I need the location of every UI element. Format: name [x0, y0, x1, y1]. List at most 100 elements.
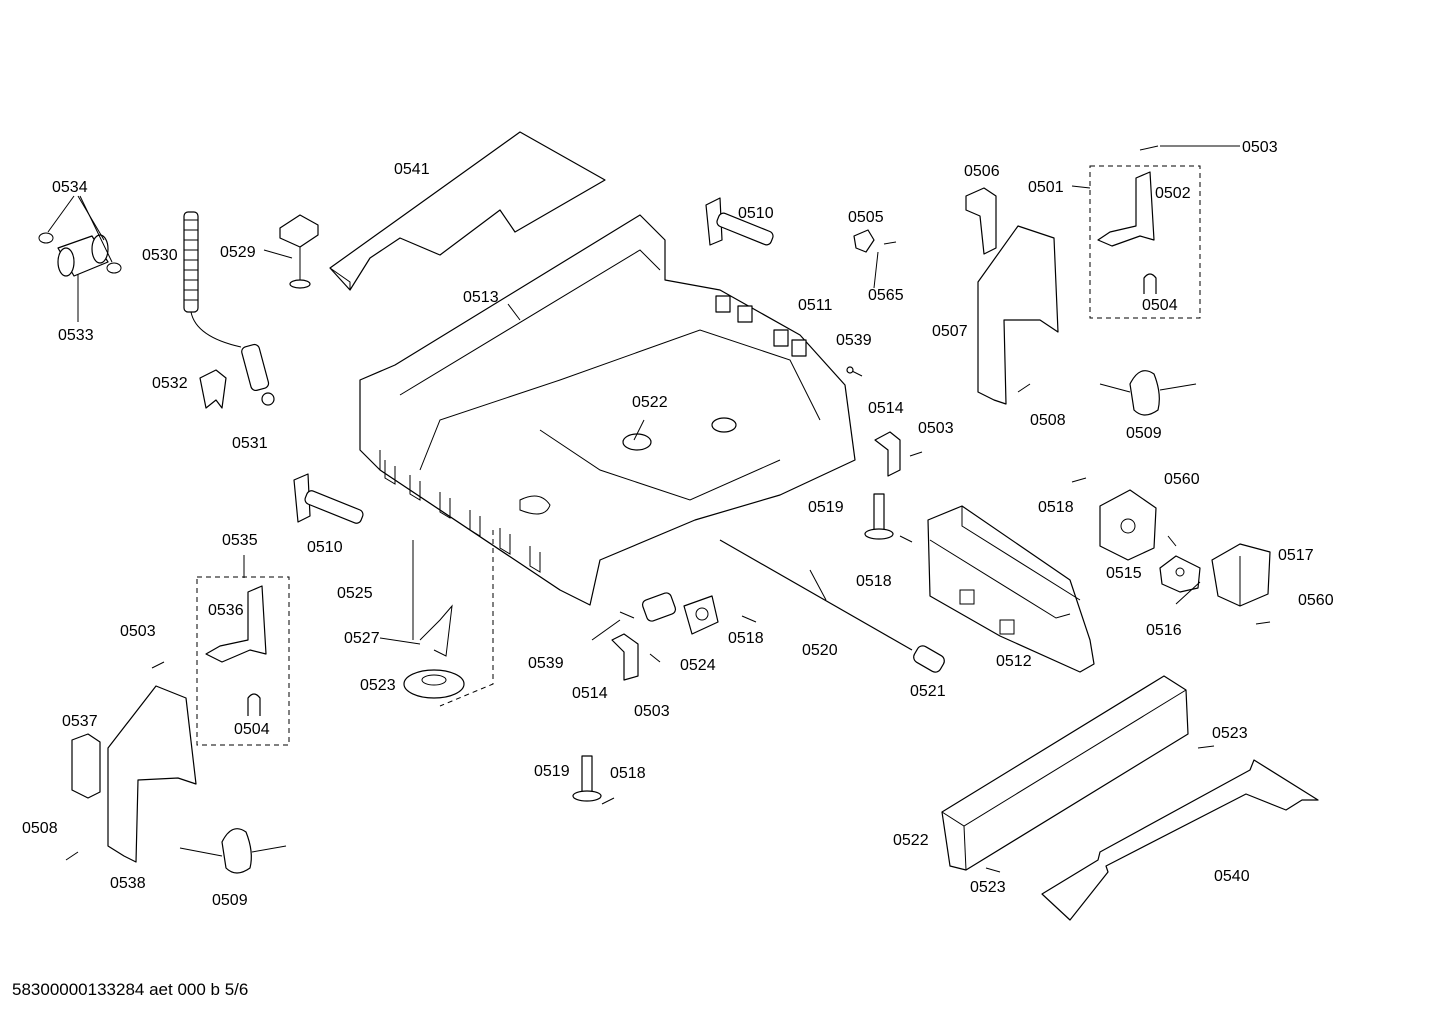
label-0532: 0532 [152, 375, 188, 392]
part-0508-screw-left [65, 851, 79, 861]
part-0511-connectors [715, 295, 807, 357]
label-0512: 0512 [996, 653, 1032, 670]
label-0565: 0565 [868, 287, 904, 304]
part-0514-bracket-lower [611, 633, 639, 681]
label-0510-top: 0510 [738, 205, 774, 222]
label-0522-tub: 0522 [632, 394, 668, 411]
label-0540: 0540 [1214, 868, 1250, 885]
part-labels: 0541 0534 0530 0529 0533 0532 0531 0513 … [22, 139, 1334, 909]
part-0525-rod [403, 530, 494, 707]
label-0520: 0520 [802, 642, 838, 659]
part-0522-front-panel [941, 675, 1189, 871]
label-0524: 0524 [680, 657, 716, 674]
label-0521: 0521 [910, 683, 946, 700]
part-0519-foot-lower [572, 755, 602, 802]
part-0520-rod [719, 539, 913, 651]
part-0505-connector [853, 229, 897, 253]
label-0508-right: 0508 [1030, 412, 1066, 429]
label-0525: 0525 [337, 585, 373, 602]
label-0560-upper: 0560 [1164, 471, 1200, 488]
label-0518-right: 0518 [1038, 499, 1074, 516]
label-0506: 0506 [964, 163, 1000, 180]
part-0535-bracket-kit [196, 576, 290, 746]
label-0518-upper: 0518 [856, 573, 892, 590]
label-0541: 0541 [394, 161, 430, 178]
part-0529-block [279, 214, 319, 289]
part-0537-clip [71, 733, 101, 799]
label-0519-lower: 0519 [534, 763, 570, 780]
part-0510-spring-top [705, 197, 774, 246]
part-0515-cover [1099, 489, 1157, 561]
part-0513-base-tub [359, 214, 856, 606]
part-0560-screws [1167, 535, 1271, 625]
label-0501: 0501 [1028, 179, 1064, 196]
part-0514-bracket-right [874, 431, 901, 477]
part-0524-valve [641, 592, 719, 635]
label-0515: 0515 [1106, 565, 1142, 582]
part-0532-clip [199, 369, 227, 409]
label-0533: 0533 [58, 327, 94, 344]
part-0519-foot-upper [864, 493, 894, 540]
label-0504-left: 0504 [234, 721, 270, 738]
label-0519-upper: 0519 [808, 499, 844, 516]
label-0523-right: 0523 [1212, 725, 1248, 742]
drawing-reference-number: 58300000133284 aet 000 b 5/6 [12, 980, 249, 999]
part-0516-bracket [1159, 555, 1201, 593]
part-0530-corrugated-hose [183, 211, 275, 406]
label-0507: 0507 [932, 323, 968, 340]
label-0509-right: 0509 [1126, 425, 1162, 442]
part-0523-screws-right [985, 745, 1215, 873]
part-0512-control-box [927, 505, 1095, 673]
part-0539-screw-right [846, 366, 863, 377]
label-0523-float: 0523 [360, 677, 396, 694]
part-0503-screws [151, 145, 1159, 669]
part-0510-spring-left [293, 473, 364, 524]
part-0506-clip [965, 187, 997, 255]
label-0560-lower: 0560 [1298, 592, 1334, 609]
label-0535: 0535 [222, 532, 258, 549]
label-0505: 0505 [848, 209, 884, 226]
label-0516: 0516 [1146, 622, 1182, 639]
label-0536: 0536 [208, 602, 244, 619]
label-0531: 0531 [232, 435, 268, 452]
label-0513: 0513 [463, 289, 499, 306]
label-0517: 0517 [1278, 547, 1314, 564]
label-0514-lower: 0514 [572, 685, 608, 702]
part-0538-bracket [107, 685, 197, 863]
label-0539-lower: 0539 [528, 655, 564, 672]
part-0540-bottom-plate [1041, 759, 1319, 921]
label-0503-left: 0503 [120, 623, 156, 640]
part-0509-sensor-right [1099, 370, 1197, 416]
label-0529: 0529 [220, 244, 256, 261]
part-0518-screws [601, 477, 1087, 805]
label-0518-mid: 0518 [728, 630, 764, 647]
label-0527: 0527 [344, 630, 380, 647]
label-0530: 0530 [142, 247, 178, 264]
part-0501-bracket-kit [1089, 165, 1201, 319]
label-0503-lower: 0503 [634, 703, 670, 720]
part-0533-hose [38, 232, 122, 277]
label-0502: 0502 [1155, 185, 1191, 202]
part-0508-screw-right [1017, 383, 1031, 393]
part-0539-screw-lower [619, 611, 635, 619]
label-0537: 0537 [62, 713, 98, 730]
label-0518-lower: 0518 [610, 765, 646, 782]
part-0507-bracket [977, 225, 1059, 405]
part-0509-sensor-left [179, 828, 287, 874]
label-0534: 0534 [52, 179, 88, 196]
leader-lines [47, 145, 1240, 645]
part-0521-end-cap [913, 645, 945, 673]
label-0538: 0538 [110, 875, 146, 892]
label-0522-panel: 0522 [893, 832, 929, 849]
label-0511: 0511 [798, 297, 833, 314]
label-0508-left: 0508 [22, 820, 58, 837]
label-0504-right: 0504 [1142, 297, 1178, 314]
label-0503-tub: 0503 [918, 420, 954, 437]
label-0523-bottom: 0523 [970, 879, 1006, 896]
part-0517-cap [1211, 543, 1271, 607]
label-0514-right: 0514 [868, 400, 904, 417]
label-0503-top: 0503 [1242, 139, 1278, 156]
label-0510-left: 0510 [307, 539, 343, 556]
part-0541-cover-plate [329, 131, 606, 291]
